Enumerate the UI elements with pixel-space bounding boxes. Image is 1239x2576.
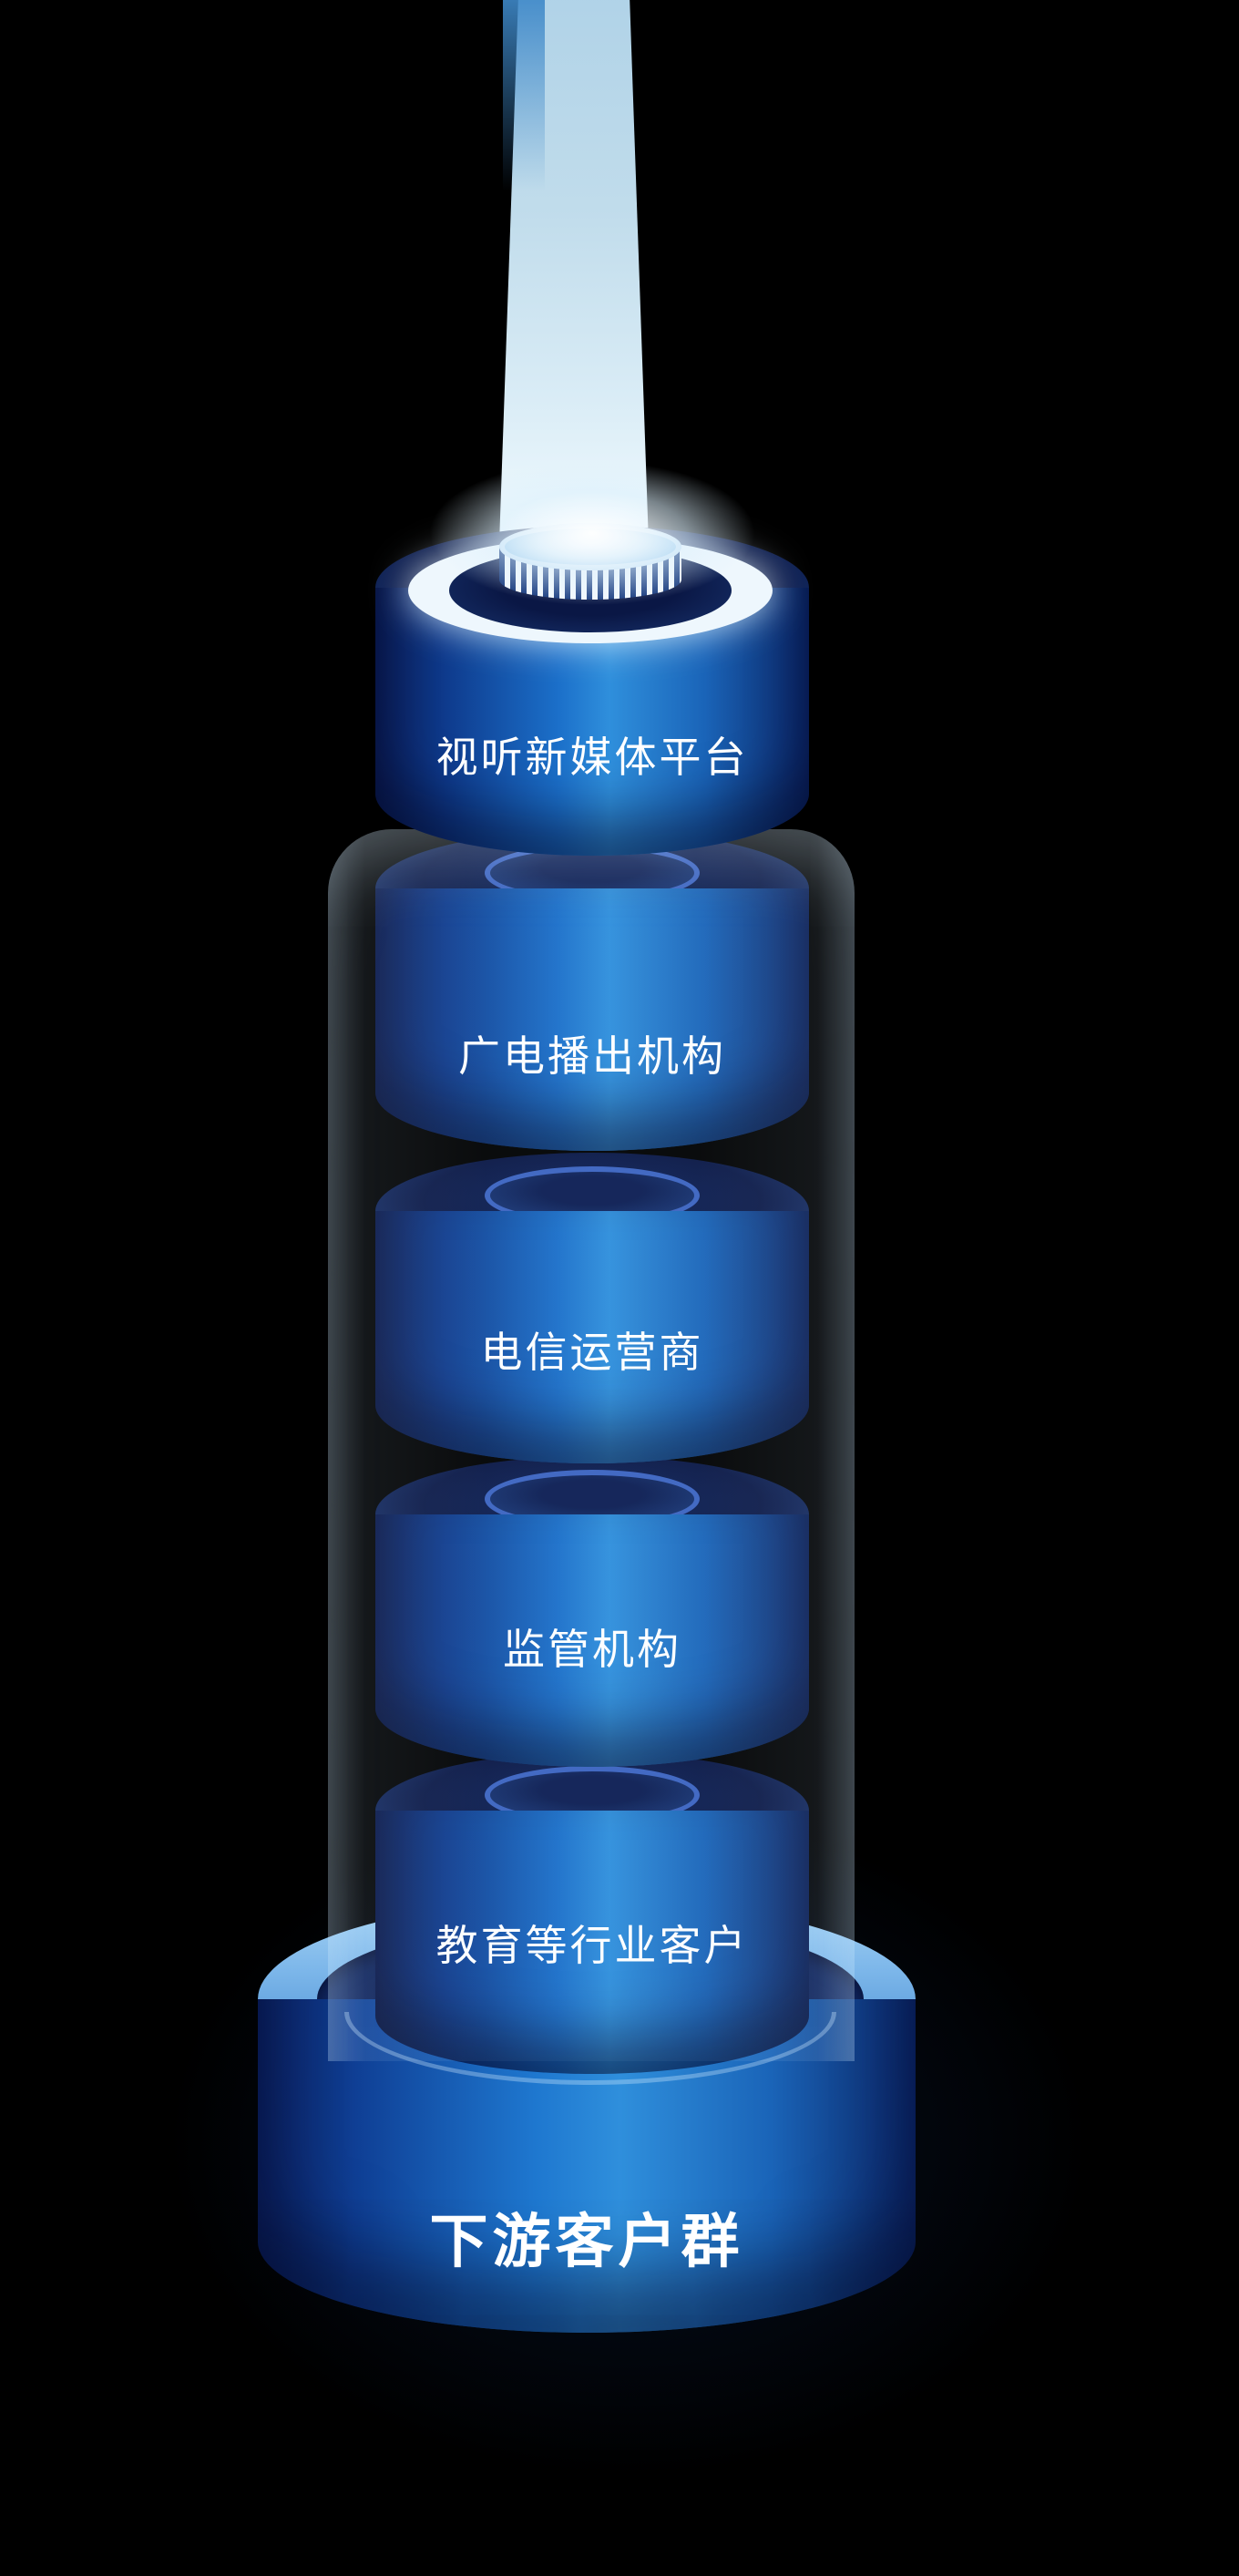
segment-label: 监管机构 <box>503 1616 681 1767</box>
base-label: 下游客户群 <box>429 2209 744 2276</box>
cylinder-body: 广电播出机构 <box>375 888 809 1151</box>
cylinder-body: 监管机构 <box>375 1514 809 1767</box>
light-beam-core <box>503 0 545 191</box>
segment-label: 电信运营商 <box>481 1319 704 1463</box>
beam-impact-glow <box>428 460 756 606</box>
glass-tube <box>328 829 855 2061</box>
segment-label: 广电播出机构 <box>458 1023 726 1151</box>
cylinder-body: 电信运营商 <box>375 1211 809 1463</box>
segment-label: 教育等行业客户 <box>436 1913 749 2074</box>
segment-label: 视听新媒体平台 <box>435 733 749 782</box>
